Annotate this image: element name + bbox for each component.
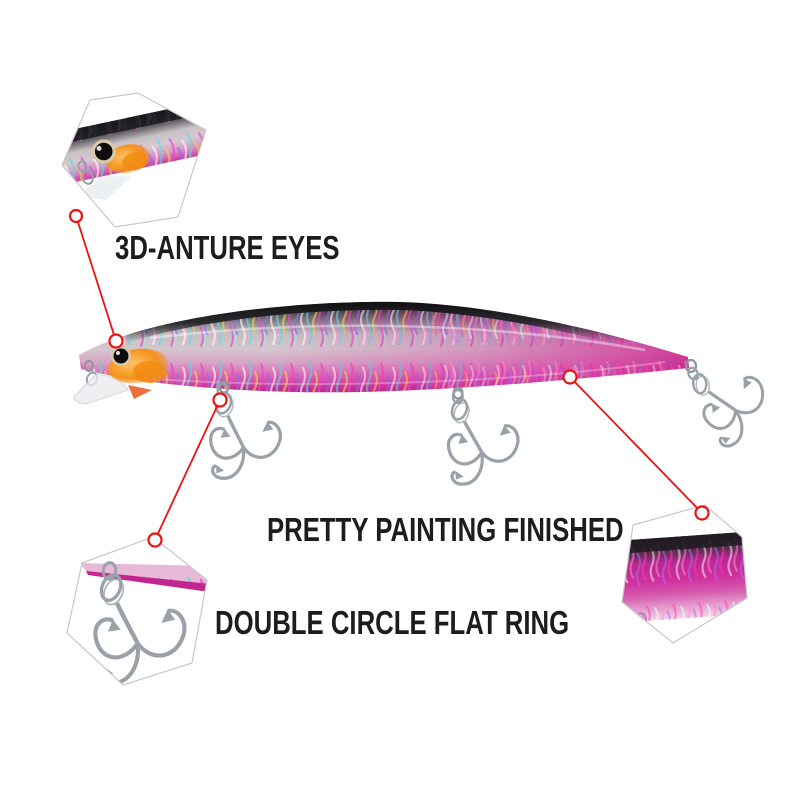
treble-hook-middle	[445, 387, 522, 488]
hexagon-detail-ring	[66, 536, 208, 686]
treble-hooks	[205, 343, 780, 488]
callout-marker	[68, 208, 84, 224]
callout-marker	[147, 532, 163, 548]
callout-label-ring: DOUBLE CIRCLE FLAT RING	[215, 604, 570, 641]
tail-hanger	[684, 358, 698, 374]
callout-label-eyes: 3D-ANTURE EYES	[115, 229, 340, 266]
callout-line-ring	[154, 399, 221, 541]
callout-label-painting: PRETTY PAINTING FINISHED	[267, 511, 624, 548]
nose-line-tie-ring	[84, 360, 94, 372]
callout-line-eyes	[75, 215, 117, 342]
lure-body	[73, 301, 689, 405]
treble-hook-tail	[682, 343, 780, 453]
callout-annotations	[68, 208, 710, 548]
hexagon-detail-paint	[621, 504, 748, 644]
callout-line-painting	[569, 376, 703, 514]
callout-marker-ring	[212, 392, 228, 408]
callout-marker	[694, 505, 710, 521]
body-gloss-highlight	[149, 324, 646, 352]
callout-marker-eye	[108, 333, 124, 349]
pectoral-fin	[128, 385, 152, 399]
hexagon-detail-eye	[61, 92, 207, 228]
lure-back-stripe	[79, 301, 688, 363]
hexagon-border	[61, 92, 207, 228]
callout-marker-paint	[562, 369, 578, 385]
hexagon-border	[66, 536, 208, 686]
hexagon-border	[621, 504, 748, 644]
diving-lip	[73, 373, 129, 405]
